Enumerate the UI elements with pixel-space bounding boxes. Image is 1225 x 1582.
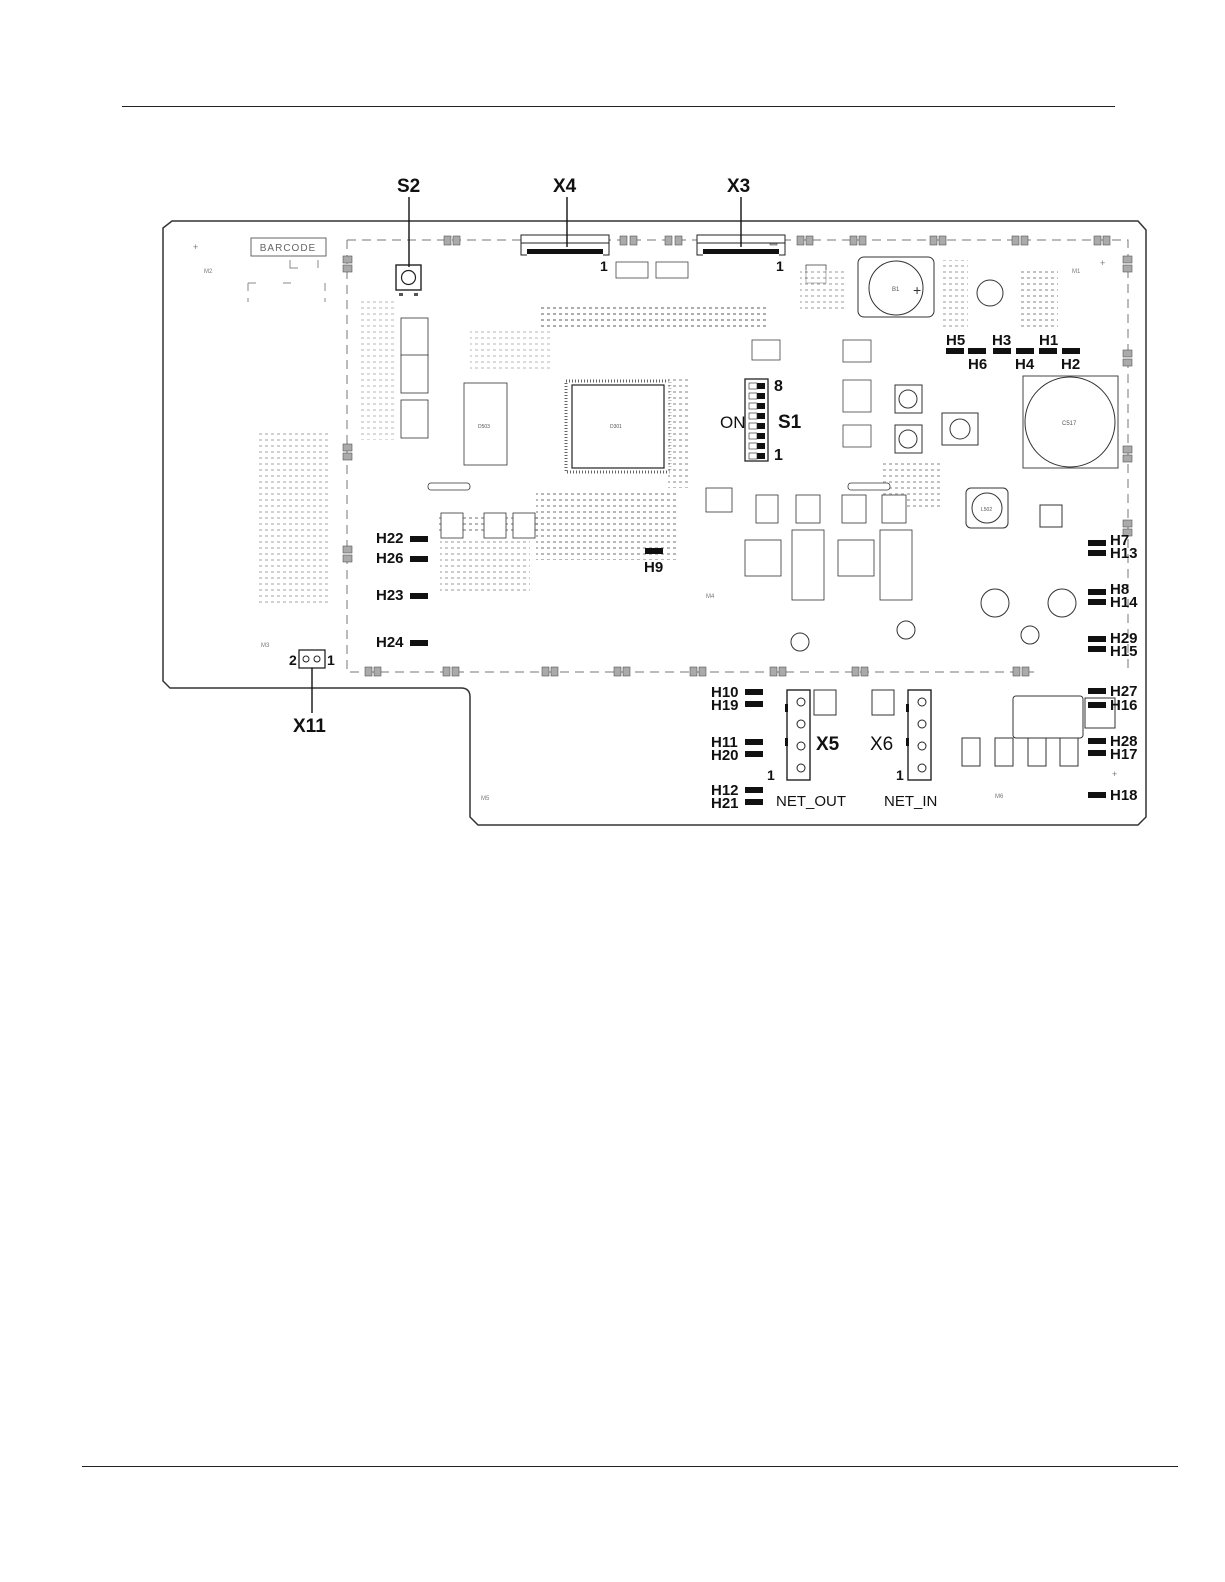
led-h17-label: H17 [1110, 746, 1138, 763]
mount-m2-label: M2 [204, 269, 213, 275]
net-out-label: NET_OUT [776, 793, 846, 810]
x5-pin1: 1 [767, 767, 775, 783]
mount-m1-label: M1 [1072, 269, 1081, 275]
svg-text:+: + [1112, 769, 1117, 779]
x5-terminal-block [785, 690, 810, 780]
svg-text:+: + [1100, 258, 1105, 268]
led-h14-label: H14 [1110, 594, 1138, 611]
led-h18-label: H18 [1110, 787, 1138, 804]
x4-callout: X4 [553, 176, 577, 197]
net-in-label: NET_IN [884, 793, 937, 810]
mount-m4-label: M4 [706, 594, 715, 600]
edge-pads [343, 236, 1132, 676]
s2-switch [396, 265, 421, 290]
x3-callout: X3 [727, 176, 750, 197]
x5-label: X5 [816, 734, 840, 755]
s1-label: S1 [778, 412, 802, 433]
d301-label: D301 [610, 424, 622, 430]
barcode-corner-marks [248, 260, 325, 302]
mount-m6-label: M6 [995, 794, 1004, 800]
s1-on-label: ON [720, 413, 746, 432]
svg-text:+: + [913, 282, 921, 298]
s1-pos8: 8 [774, 378, 783, 395]
led-h16-label: H16 [1110, 697, 1138, 714]
x4-pin1: 1 [600, 258, 608, 274]
x3-pin1: 1 [776, 258, 784, 274]
x6-label: X6 [870, 734, 893, 755]
led-h24-label: H24 [376, 634, 404, 651]
led-h3-label: H3 [992, 332, 1011, 349]
led-h19-label: H19 [711, 697, 739, 714]
c517-label: C517 [1062, 421, 1077, 427]
led-h5-label: H5 [946, 332, 965, 349]
s1-pos1: 1 [774, 447, 783, 464]
mount-m3-label: M3 [261, 643, 270, 649]
led-h1-label: H1 [1039, 332, 1058, 349]
barcode-label: BARCODE [260, 243, 316, 254]
s2-callout: S2 [397, 176, 420, 197]
led-h6-label: H6 [968, 356, 987, 373]
mount-m5-label: M5 [481, 796, 490, 802]
led-h4-label: H4 [1015, 356, 1035, 373]
d503-label: D503 [478, 424, 490, 430]
x4-connector: 1 [521, 235, 609, 274]
led-h23-label: H23 [376, 587, 404, 604]
led-h15-label: H15 [1110, 643, 1138, 660]
led-h26-label: H26 [376, 550, 404, 567]
svg-text:+: + [193, 242, 198, 252]
led-h22-label: H22 [376, 530, 404, 547]
led-h21-label: H21 [711, 795, 739, 812]
l502-label: L502 [981, 507, 992, 513]
led-h13-label: H13 [1110, 545, 1138, 562]
x11-pin1: 1 [327, 652, 335, 668]
x11-pin2: 2 [289, 652, 297, 668]
battery-label: B1 [892, 287, 900, 293]
x11-callout: X11 [293, 716, 326, 737]
led-h2-label: H2 [1061, 356, 1080, 373]
led-h20-label: H20 [711, 747, 739, 764]
x11-connector [299, 650, 325, 668]
x6-pin1: 1 [896, 767, 904, 783]
x6-terminal-block [906, 690, 931, 780]
led-h9-label: H9 [644, 559, 663, 576]
